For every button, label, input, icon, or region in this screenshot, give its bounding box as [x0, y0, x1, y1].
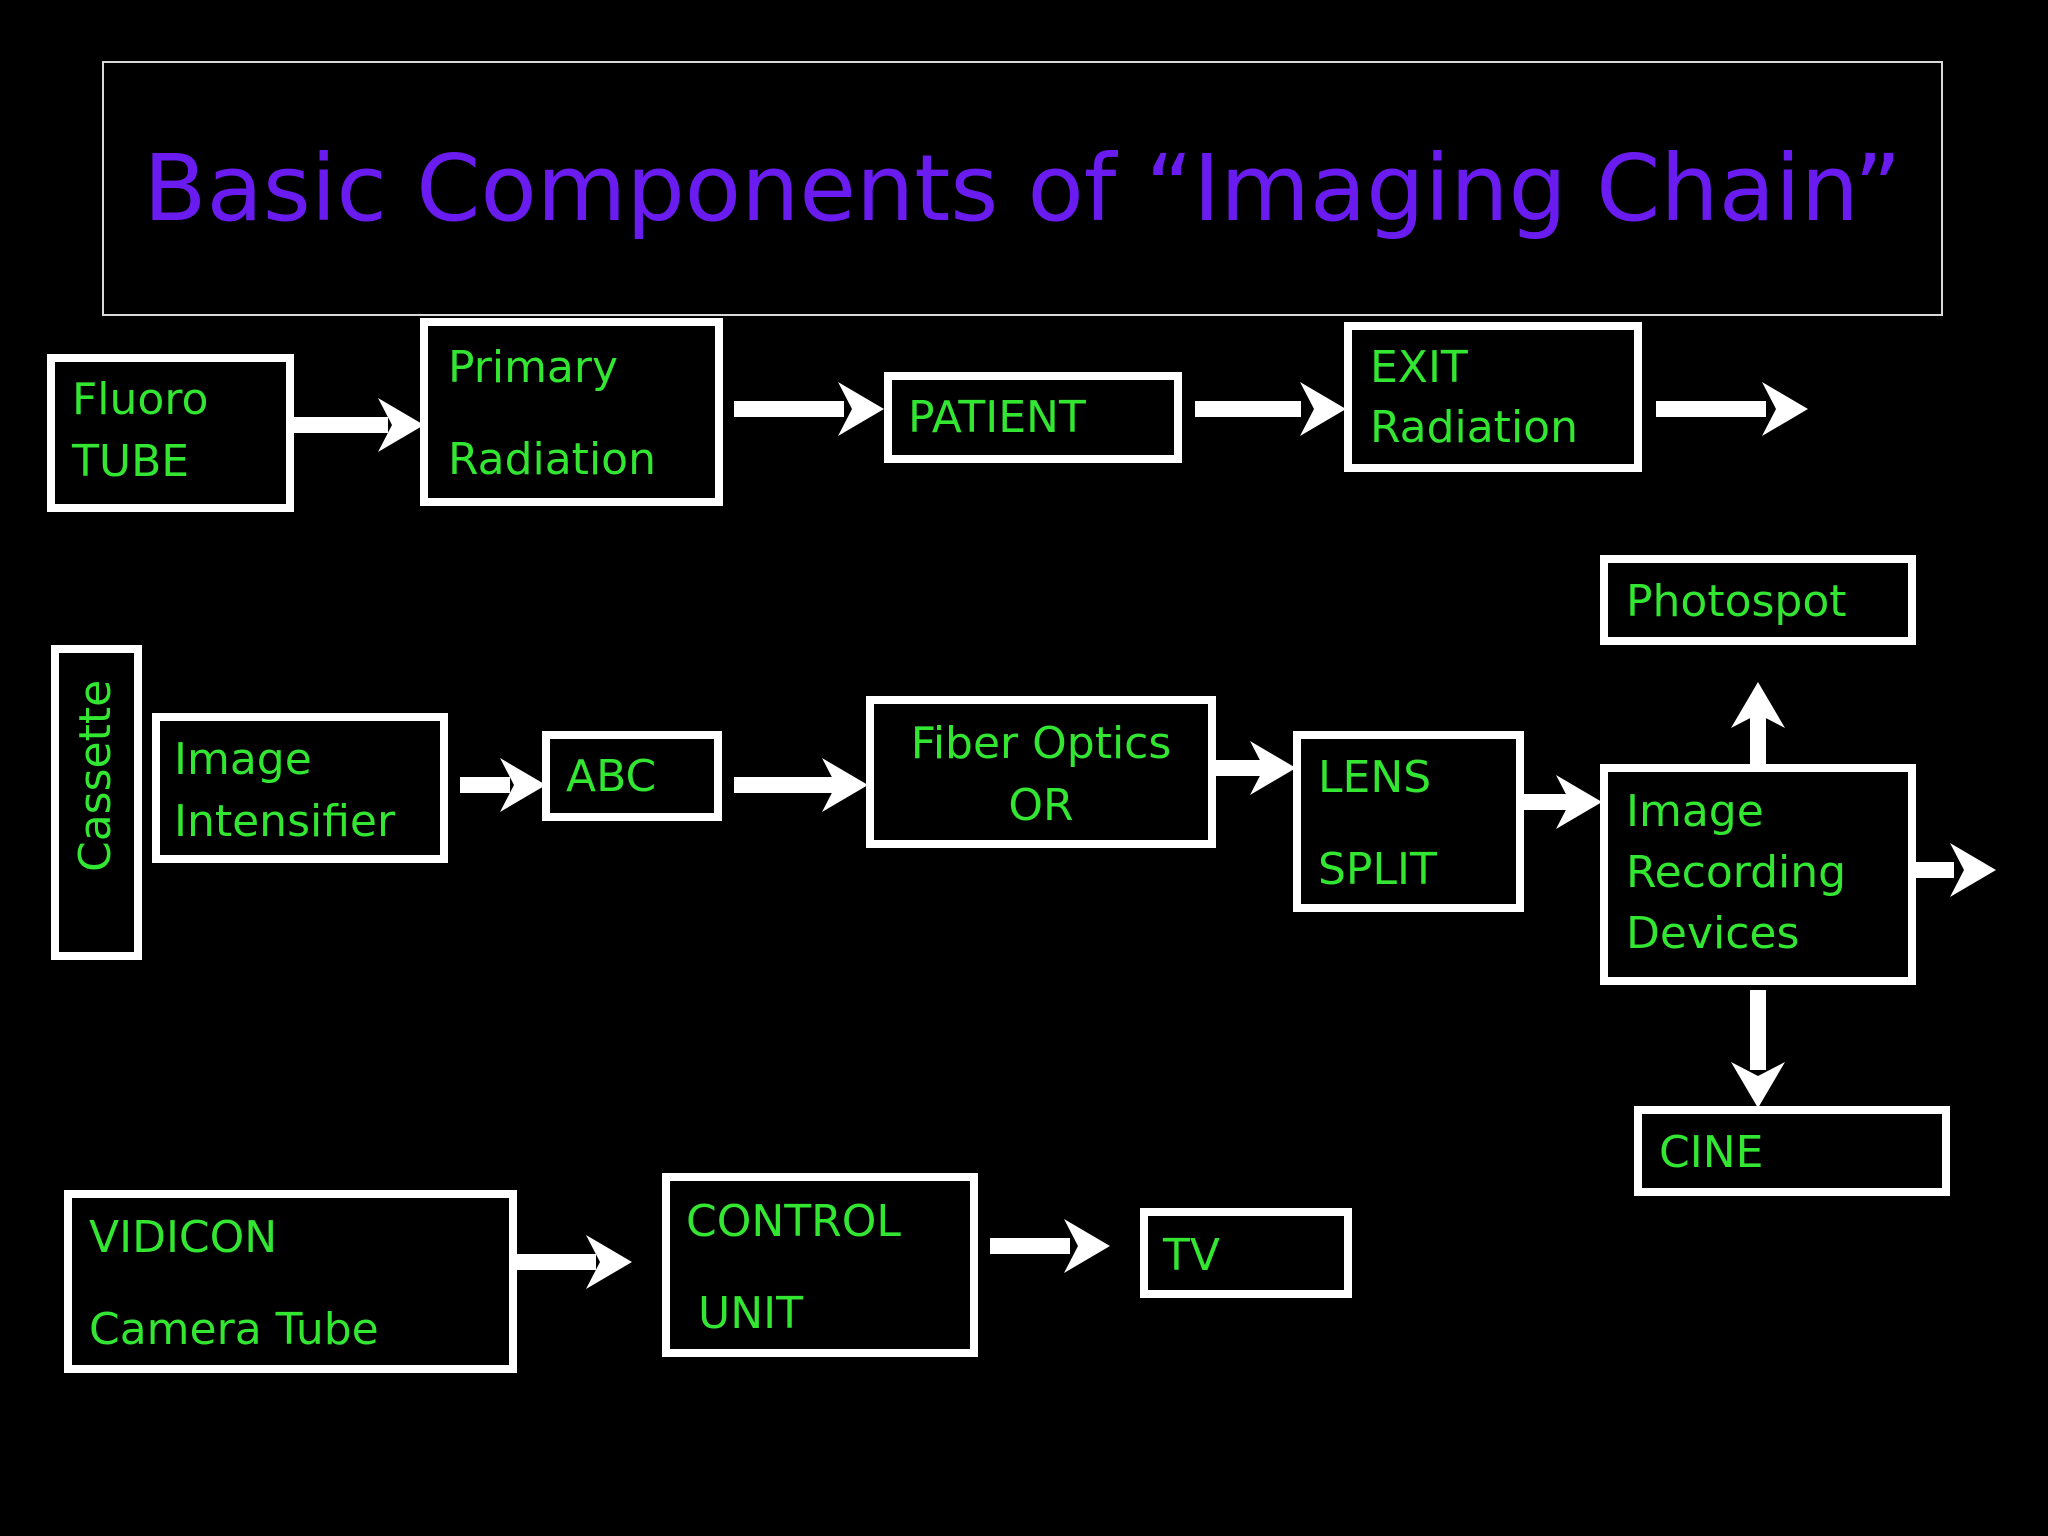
arrow-fluoro-to-primary — [292, 398, 424, 452]
arrow-primary-to-patient — [734, 382, 884, 436]
slide-title: Basic Components of “Imaging Chain” — [143, 134, 1902, 242]
image-intensifier-line2: Intensifier — [174, 796, 396, 847]
exit-radiation-line2: Radiation — [1370, 402, 1578, 453]
control-unit-box — [662, 1173, 978, 1357]
control-unit-line1: CONTROL — [686, 1196, 901, 1247]
primary-radiation-box — [420, 318, 723, 506]
primary-radiation-line1: Primary — [448, 342, 619, 393]
cassette-box — [51, 645, 142, 960]
tv-box — [1140, 1208, 1352, 1298]
fiber-optics-box — [866, 696, 1216, 848]
lens-split-line2: SPLIT — [1318, 844, 1437, 895]
arrow-vidicon-to-control — [512, 1235, 632, 1289]
arrow-abc-to-fiber — [734, 758, 868, 812]
photospot-label: Photospot — [1626, 576, 1847, 627]
image-intensifier-line1: Image — [174, 734, 312, 785]
image-recording-line2: Recording — [1626, 847, 1847, 898]
arrow-lens-to-recording — [1520, 775, 1602, 829]
vidicon-line1: VIDICON — [89, 1212, 278, 1263]
lens-split-line1: LENS — [1318, 752, 1432, 803]
vidicon-line2: Camera Tube — [89, 1304, 379, 1355]
arrow-control-to-tv — [990, 1219, 1110, 1273]
fiber-optics-line2: OR — [1008, 780, 1074, 831]
lens-split-box — [1293, 731, 1524, 912]
image-recording-box — [1600, 764, 1916, 985]
arrow-patient-to-exit — [1195, 382, 1346, 436]
patient-label: PATIENT — [908, 392, 1086, 443]
abc-box — [542, 731, 722, 821]
exit-radiation-line1: EXIT — [1370, 342, 1468, 393]
image-intensifier-box — [152, 713, 448, 863]
fluoro-tube-line1: Fluoro — [72, 374, 209, 425]
photospot-box — [1600, 555, 1916, 645]
arrow-recording-to-cine — [1731, 990, 1785, 1108]
fiber-optics-line1: Fiber Optics — [910, 718, 1172, 769]
arrow-recording-to-photospot — [1731, 682, 1785, 766]
abc-label: ABC — [566, 751, 657, 802]
title-box: Basic Components of “Imaging Chain” — [102, 61, 1943, 316]
cine-box — [1634, 1106, 1950, 1196]
vidicon-box — [64, 1190, 517, 1373]
fluoro-tube-box — [47, 354, 294, 512]
fluoro-tube-line2: TUBE — [72, 436, 190, 487]
arrow-fiber-to-lens — [1214, 741, 1296, 795]
cine-label: CINE — [1659, 1127, 1764, 1178]
image-recording-line1: Image — [1626, 786, 1764, 837]
arrow-intensifier-to-abc — [460, 758, 546, 812]
arrow-exit-out — [1656, 382, 1808, 436]
patient-box — [884, 372, 1182, 463]
tv-label: TV — [1163, 1230, 1220, 1281]
image-recording-line3: Devices — [1626, 908, 1800, 959]
exit-radiation-box — [1344, 322, 1642, 472]
cassette-label: Cassette — [70, 679, 121, 872]
primary-radiation-line2: Radiation — [448, 434, 656, 485]
control-unit-line2: UNIT — [698, 1288, 803, 1339]
